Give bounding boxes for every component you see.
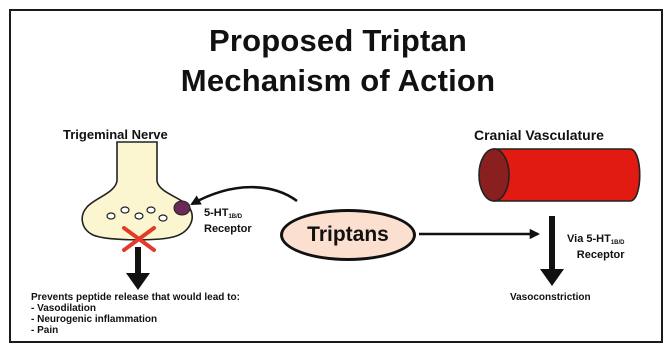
- vesicle: [106, 212, 116, 220]
- slide-frame: Proposed Triptan Mechanism of Action: [9, 9, 663, 343]
- list-item: - Neurogenic inflammation: [31, 314, 158, 325]
- vesicle: [120, 206, 130, 214]
- mechanism-diagram: [81, 141, 641, 290]
- nerve-effect-heading: Prevents peptide release that would lead…: [31, 292, 240, 303]
- list-item: - Vasodilation: [31, 303, 97, 314]
- vesicle: [134, 212, 144, 220]
- triptans-node: Triptans: [280, 209, 416, 261]
- vesicle: [158, 214, 168, 222]
- nerve-receptor-label: 5-HT1B/D Receptor: [204, 207, 252, 235]
- title-line-2: Mechanism of Action: [180, 63, 496, 98]
- triptans-label: Triptans: [307, 223, 389, 246]
- receptor-prefix: 5-HT: [204, 207, 229, 219]
- receptor-word: Receptor: [576, 249, 625, 261]
- list-item: - Pain: [31, 325, 59, 336]
- vasculature-label: Cranial Vasculature: [474, 127, 604, 143]
- vessel-icon: [478, 148, 641, 202]
- title-line-1: Proposed Triptan: [208, 23, 468, 58]
- receptor-word: Receptor: [204, 223, 252, 235]
- nerve-effect-text: Prevents peptide release that would lead…: [31, 292, 240, 336]
- vesicle: [146, 206, 156, 214]
- nerve-effect-list: - Vasodilation - Neurogenic inflammation…: [31, 303, 240, 336]
- receptor-dot: [173, 200, 191, 216]
- vasoconstriction-label: Vasoconstriction: [510, 292, 591, 303]
- receptor-subscript: 1B/D: [610, 240, 625, 246]
- vessel-down-arrow: [540, 269, 564, 286]
- nerve-down-arrow: [126, 273, 150, 290]
- nerve-terminal-shape: [81, 141, 193, 241]
- receptor-subscript: 1B/D: [228, 214, 243, 220]
- arrow-to-nerve-receptor: [190, 185, 298, 206]
- receptor-prefix: Via 5-HT: [567, 233, 611, 245]
- nerve-label: Trigeminal Nerve: [63, 127, 168, 142]
- vessel-receptor-label: Via 5-HT1B/D Receptor: [567, 233, 624, 261]
- block-x-icon: [122, 226, 156, 252]
